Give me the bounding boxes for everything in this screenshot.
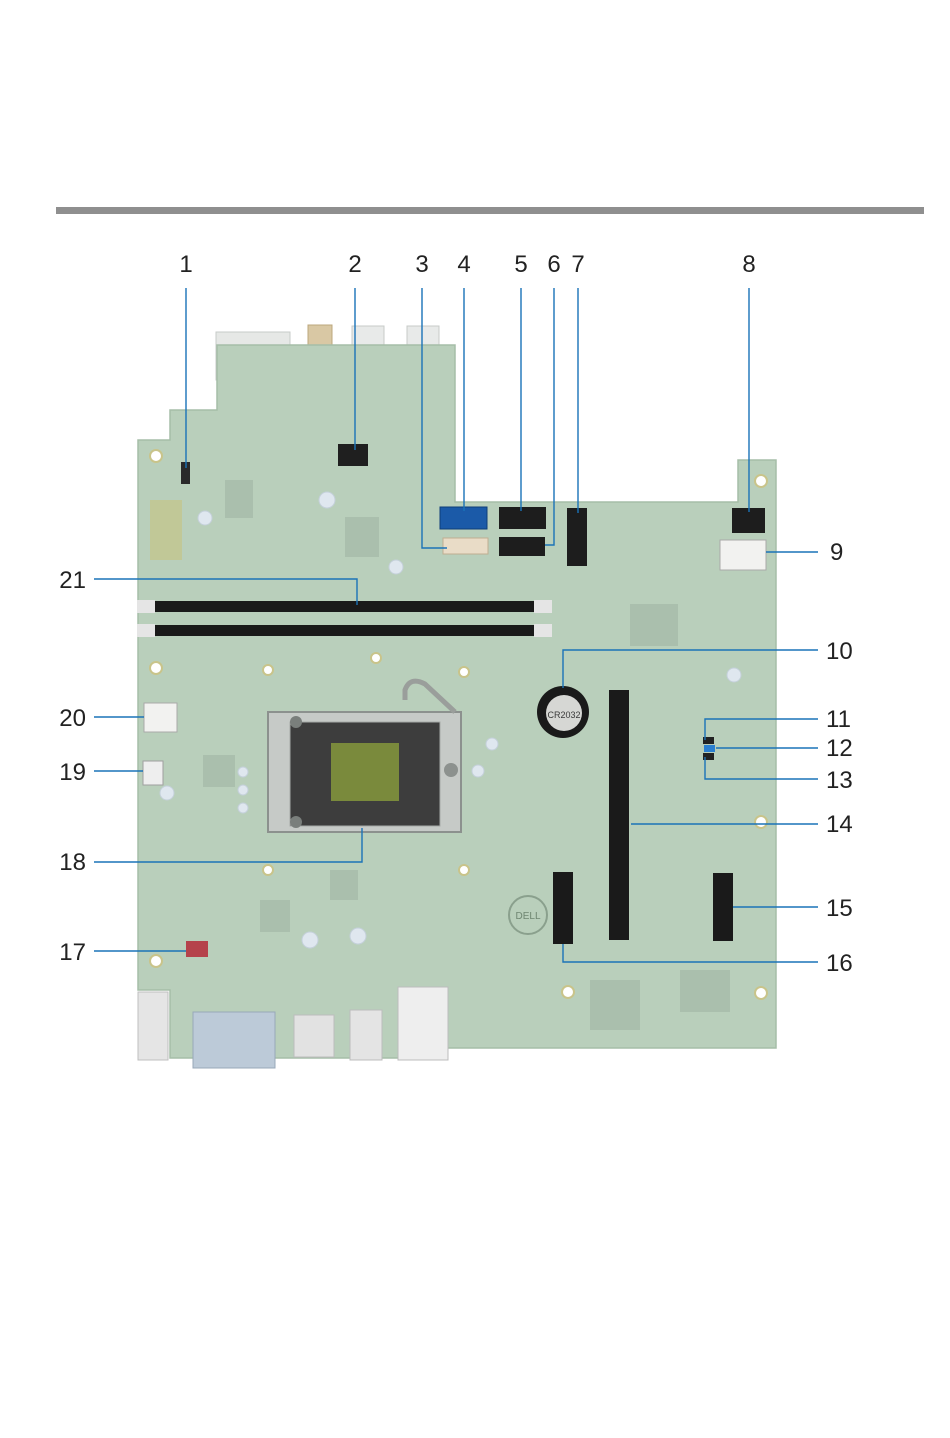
callout-11: 11 (826, 706, 851, 733)
sata-connector-6 (499, 537, 545, 556)
coin-cell-battery: CR2032 (537, 686, 589, 738)
callout-2: 2 (348, 251, 361, 278)
callout-17: 17 (59, 939, 86, 966)
callout-7: 7 (571, 251, 584, 278)
battery-marking: CR2032 (547, 710, 580, 720)
callout-14: 14 (826, 811, 853, 838)
speaker-connector (186, 941, 208, 957)
header-rule (56, 207, 924, 214)
callout-5: 5 (514, 251, 527, 278)
pcie-x16-slot (609, 690, 629, 940)
callout-21: 21 (59, 567, 86, 594)
callout-1: 1 (179, 251, 192, 278)
m2-slot (567, 508, 587, 566)
motherboard: CR2032 DELL (137, 325, 776, 1068)
callout-8: 8 (742, 251, 755, 278)
callout-6: 6 (547, 251, 560, 278)
callout-4: 4 (457, 251, 470, 278)
pcie-x1-slot-15 (713, 873, 733, 941)
sata-connector-3 (443, 538, 488, 554)
cpu-power-connector (144, 703, 177, 732)
callout-15: 15 (826, 895, 853, 922)
callout-9: 9 (830, 539, 843, 566)
callout-20: 20 (59, 705, 86, 732)
pcb (138, 345, 776, 1058)
callout-3: 3 (415, 251, 428, 278)
power-switch-connector (338, 444, 368, 466)
callout-19: 19 (59, 759, 86, 786)
fan-connector (143, 761, 163, 785)
callout-13: 13 (826, 767, 853, 794)
jumpers (703, 737, 715, 760)
callout-16: 16 (826, 950, 853, 977)
callout-12: 12 (826, 735, 853, 762)
callout-10: 10 (826, 638, 853, 665)
pcie-x1-slot-16 (553, 872, 573, 944)
dell-logo-text: DELL (515, 911, 540, 922)
callout-18: 18 (59, 849, 86, 876)
sata-connector-5 (499, 507, 546, 529)
power-connector-9 (720, 540, 766, 570)
